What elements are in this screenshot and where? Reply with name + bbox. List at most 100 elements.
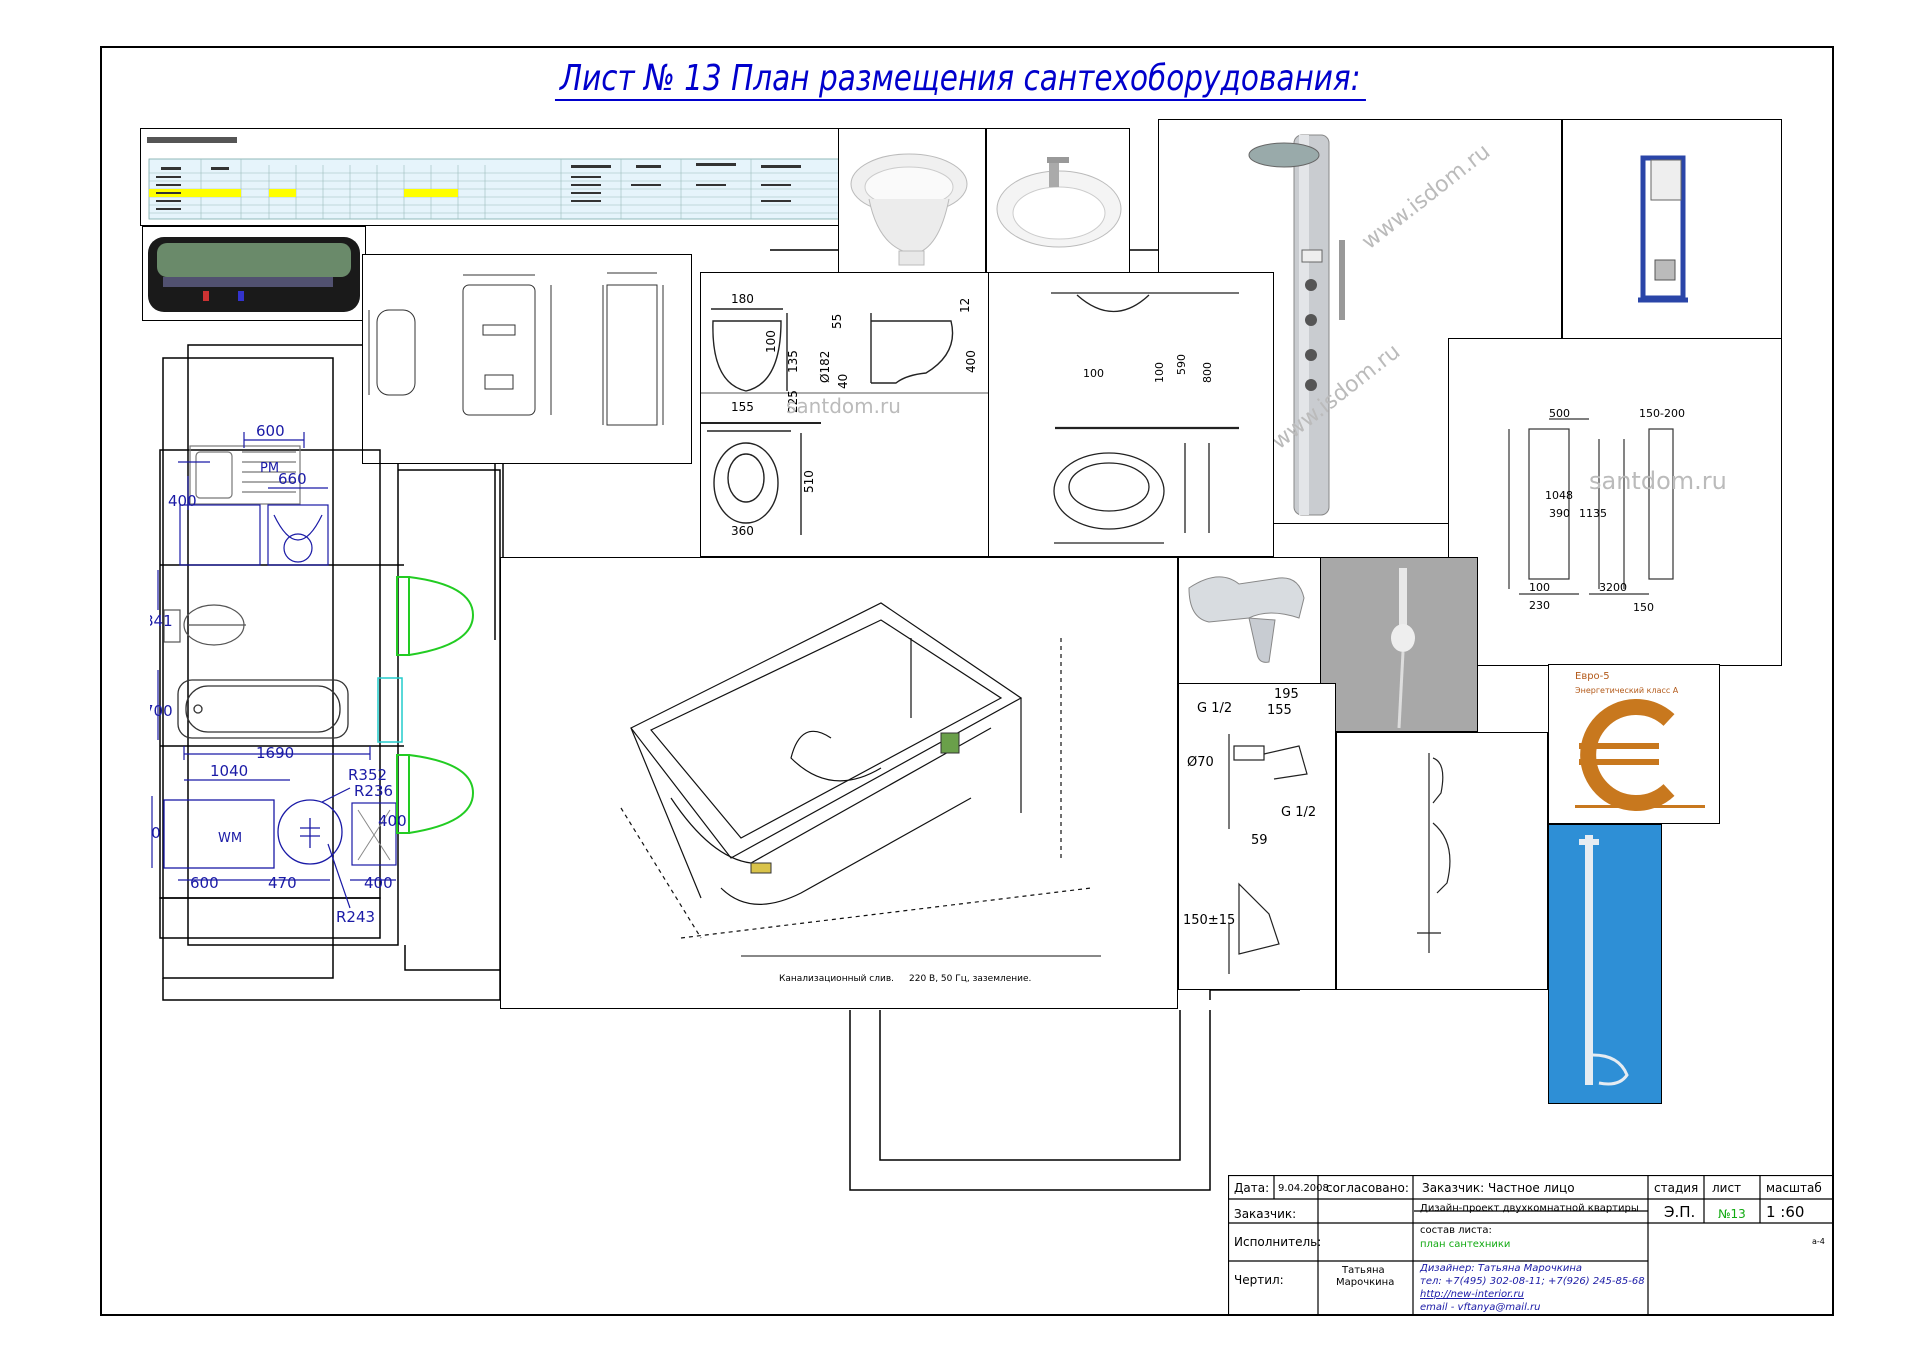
svg-text:700: 700 bbox=[150, 702, 173, 720]
designer-line: Дизайнер: Татьяна Марочкина bbox=[1420, 1263, 1582, 1274]
wc-frame-graphic bbox=[1638, 155, 1688, 303]
svg-text:santdom.ru: santdom.ru bbox=[786, 394, 901, 418]
scale-value: 1 :60 bbox=[1766, 1203, 1805, 1221]
svg-text:R243: R243 bbox=[336, 908, 375, 926]
svg-text:150-200: 150-200 bbox=[1639, 407, 1685, 420]
wc-frame-photo bbox=[1562, 119, 1782, 339]
svg-text:155: 155 bbox=[1267, 703, 1292, 718]
mixer-photo-graphic bbox=[1188, 576, 1305, 663]
client-header: Заказчик: Частное лицо bbox=[1422, 1181, 1575, 1195]
bathtub-plan-icon bbox=[177, 679, 349, 739]
svg-text:230: 230 bbox=[1529, 599, 1550, 612]
svg-text:R352: R352 bbox=[348, 766, 387, 784]
door-leaf-upper bbox=[396, 576, 410, 656]
svg-text:600: 600 bbox=[150, 824, 161, 842]
euro-energy-graphic: Евро-5 Энергетический класс А bbox=[1575, 671, 1705, 811]
svg-text:100: 100 bbox=[1083, 367, 1104, 380]
svg-text:510: 510 bbox=[802, 470, 816, 493]
date-label: Дата: bbox=[1234, 1181, 1270, 1195]
svg-text:100: 100 bbox=[764, 330, 778, 353]
round-basin-icon bbox=[277, 799, 343, 865]
drawing-frame bbox=[100, 46, 1834, 1316]
svg-text:Энергетический класс А: Энергетический класс А bbox=[1575, 686, 1679, 695]
basin-tech-graphic: 100 590 800 100 bbox=[1051, 292, 1239, 544]
doors bbox=[396, 576, 475, 834]
date-value: 9.04.2008 bbox=[1278, 1183, 1329, 1194]
drawn-name-first: Татьяна bbox=[1342, 1265, 1385, 1276]
svg-text:3200: 3200 bbox=[1599, 581, 1627, 594]
hygienic-shower-graphic bbox=[1321, 558, 1477, 731]
site-link[interactable]: http://new-interior.ru bbox=[1420, 1289, 1524, 1300]
executor-label: Исполнитель: bbox=[1234, 1235, 1322, 1249]
mixer-tech-graphic: G 1/2 195 155 Ø70 G 1/2 59 150±15 bbox=[1183, 687, 1316, 974]
bathroom-plan: 600 400 660 841 700 1690 1040 WM 600 R35… bbox=[150, 422, 407, 939]
svg-text:100: 100 bbox=[1153, 362, 1166, 383]
svg-text:1048: 1048 bbox=[1545, 489, 1573, 502]
title-block: Дата: 9.04.2008 согласовано: Заказчик: Ч… bbox=[1228, 1175, 1834, 1316]
kitchen-sink-icon bbox=[189, 445, 301, 505]
svg-text:www.isdom.ru: www.isdom.ru bbox=[1357, 139, 1495, 254]
frame-tech-graphic: 500 150-200 1048 390 1135 100 230 3200 1… bbox=[1508, 407, 1727, 614]
stage-value: Э.П. bbox=[1664, 1203, 1696, 1221]
wc-plan-icon bbox=[163, 604, 246, 646]
svg-text:155: 155 bbox=[731, 400, 754, 414]
drawn-name-last: Марочкина bbox=[1336, 1277, 1395, 1288]
project-name: Дизайн-проект двухкомнатной квартиры bbox=[1420, 1203, 1639, 1214]
door-swing-upper bbox=[408, 576, 475, 656]
hygienic-shower-tech-graphic bbox=[1417, 753, 1451, 953]
svg-text:150±15: 150±15 bbox=[1183, 913, 1235, 928]
wc-tech-graphic: 180 100 55 135 225 Ø182 40 12 400 155 36… bbox=[701, 292, 989, 538]
heater-tech-graphic bbox=[368, 272, 664, 426]
towel-rail-photo bbox=[1548, 824, 1662, 1104]
svg-text:R236: R236 bbox=[354, 782, 393, 800]
washbasin-plan-icon bbox=[179, 504, 329, 566]
svg-text:500: 500 bbox=[1549, 407, 1570, 420]
basin-photo-graphic bbox=[996, 157, 1122, 248]
toilet-photo-graphic bbox=[850, 153, 968, 266]
towel-rail-graphic bbox=[1549, 825, 1661, 1103]
hygienic-shower-photo bbox=[1320, 557, 1478, 732]
svg-text:WM: WM bbox=[218, 831, 242, 846]
plan-room-lower bbox=[849, 1010, 1211, 1191]
basin-tech-drawing: 100 590 800 100 bbox=[988, 272, 1274, 557]
svg-text:390: 390 bbox=[1549, 507, 1570, 520]
sheet-value: №13 bbox=[1718, 1207, 1746, 1221]
svg-text:220 В, 50 Гц, заземление.: 220 В, 50 Гц, заземление. bbox=[909, 974, 1031, 984]
svg-text:195: 195 bbox=[1274, 687, 1299, 702]
svg-text:1135: 1135 bbox=[1579, 507, 1607, 520]
client-label: Заказчик: bbox=[1234, 1207, 1297, 1221]
toilet-photo bbox=[838, 128, 986, 275]
svg-text:600: 600 bbox=[190, 874, 219, 892]
svg-text:180: 180 bbox=[731, 292, 754, 306]
bath-3d-graphic: Канализационный слив. 220 В, 50 Гц, зазе… bbox=[620, 602, 1101, 984]
email-line: email - vftanya@mail.ru bbox=[1420, 1302, 1541, 1313]
phone-line: тел: +7(495) 302-08-11; +7(926) 245-85-6… bbox=[1420, 1276, 1645, 1287]
mixer-tech-drawing: G 1/2 195 155 Ø70 G 1/2 59 150±15 bbox=[1178, 683, 1336, 990]
svg-text:Евро-5: Евро-5 bbox=[1575, 671, 1610, 682]
svg-text:841: 841 bbox=[150, 612, 173, 630]
svg-text:400: 400 bbox=[364, 874, 393, 892]
svg-text:360: 360 bbox=[731, 524, 754, 538]
door-leaf-lower bbox=[396, 754, 410, 834]
svg-text:G 1/2: G 1/2 bbox=[1197, 701, 1232, 716]
plan-outline-left bbox=[162, 357, 334, 979]
svg-text:santdom.ru: santdom.ru bbox=[1589, 467, 1727, 495]
drawn-label: Чертил: bbox=[1234, 1273, 1284, 1287]
sheet-title: Лист № 13 План размещения сантехоборудов… bbox=[0, 58, 1920, 101]
svg-text:55: 55 bbox=[830, 314, 844, 329]
stage-label: стадия bbox=[1654, 1181, 1699, 1195]
composition-value: план сантехники bbox=[1420, 1239, 1511, 1250]
svg-text:150: 150 bbox=[1633, 601, 1654, 614]
heater-tech-drawing bbox=[362, 254, 692, 464]
basin-photo bbox=[986, 128, 1130, 275]
svg-text:400: 400 bbox=[964, 350, 978, 373]
wc-tech-drawing: 180 100 55 135 225 Ø182 40 12 400 155 36… bbox=[700, 272, 990, 557]
svg-text:100: 100 bbox=[1529, 581, 1550, 594]
svg-text:PM: PM bbox=[260, 461, 279, 476]
door-swing-lower bbox=[408, 754, 475, 834]
svg-text:Канализационный слив.: Канализационный слив. bbox=[779, 974, 894, 984]
svg-text:Ø182: Ø182 bbox=[818, 351, 832, 383]
small-mark: а-4 bbox=[1812, 1237, 1825, 1246]
sheet-title-text: Лист № 13 План размещения сантехоборудов… bbox=[554, 58, 1366, 101]
hygienic-shower-drawing bbox=[1336, 732, 1548, 990]
